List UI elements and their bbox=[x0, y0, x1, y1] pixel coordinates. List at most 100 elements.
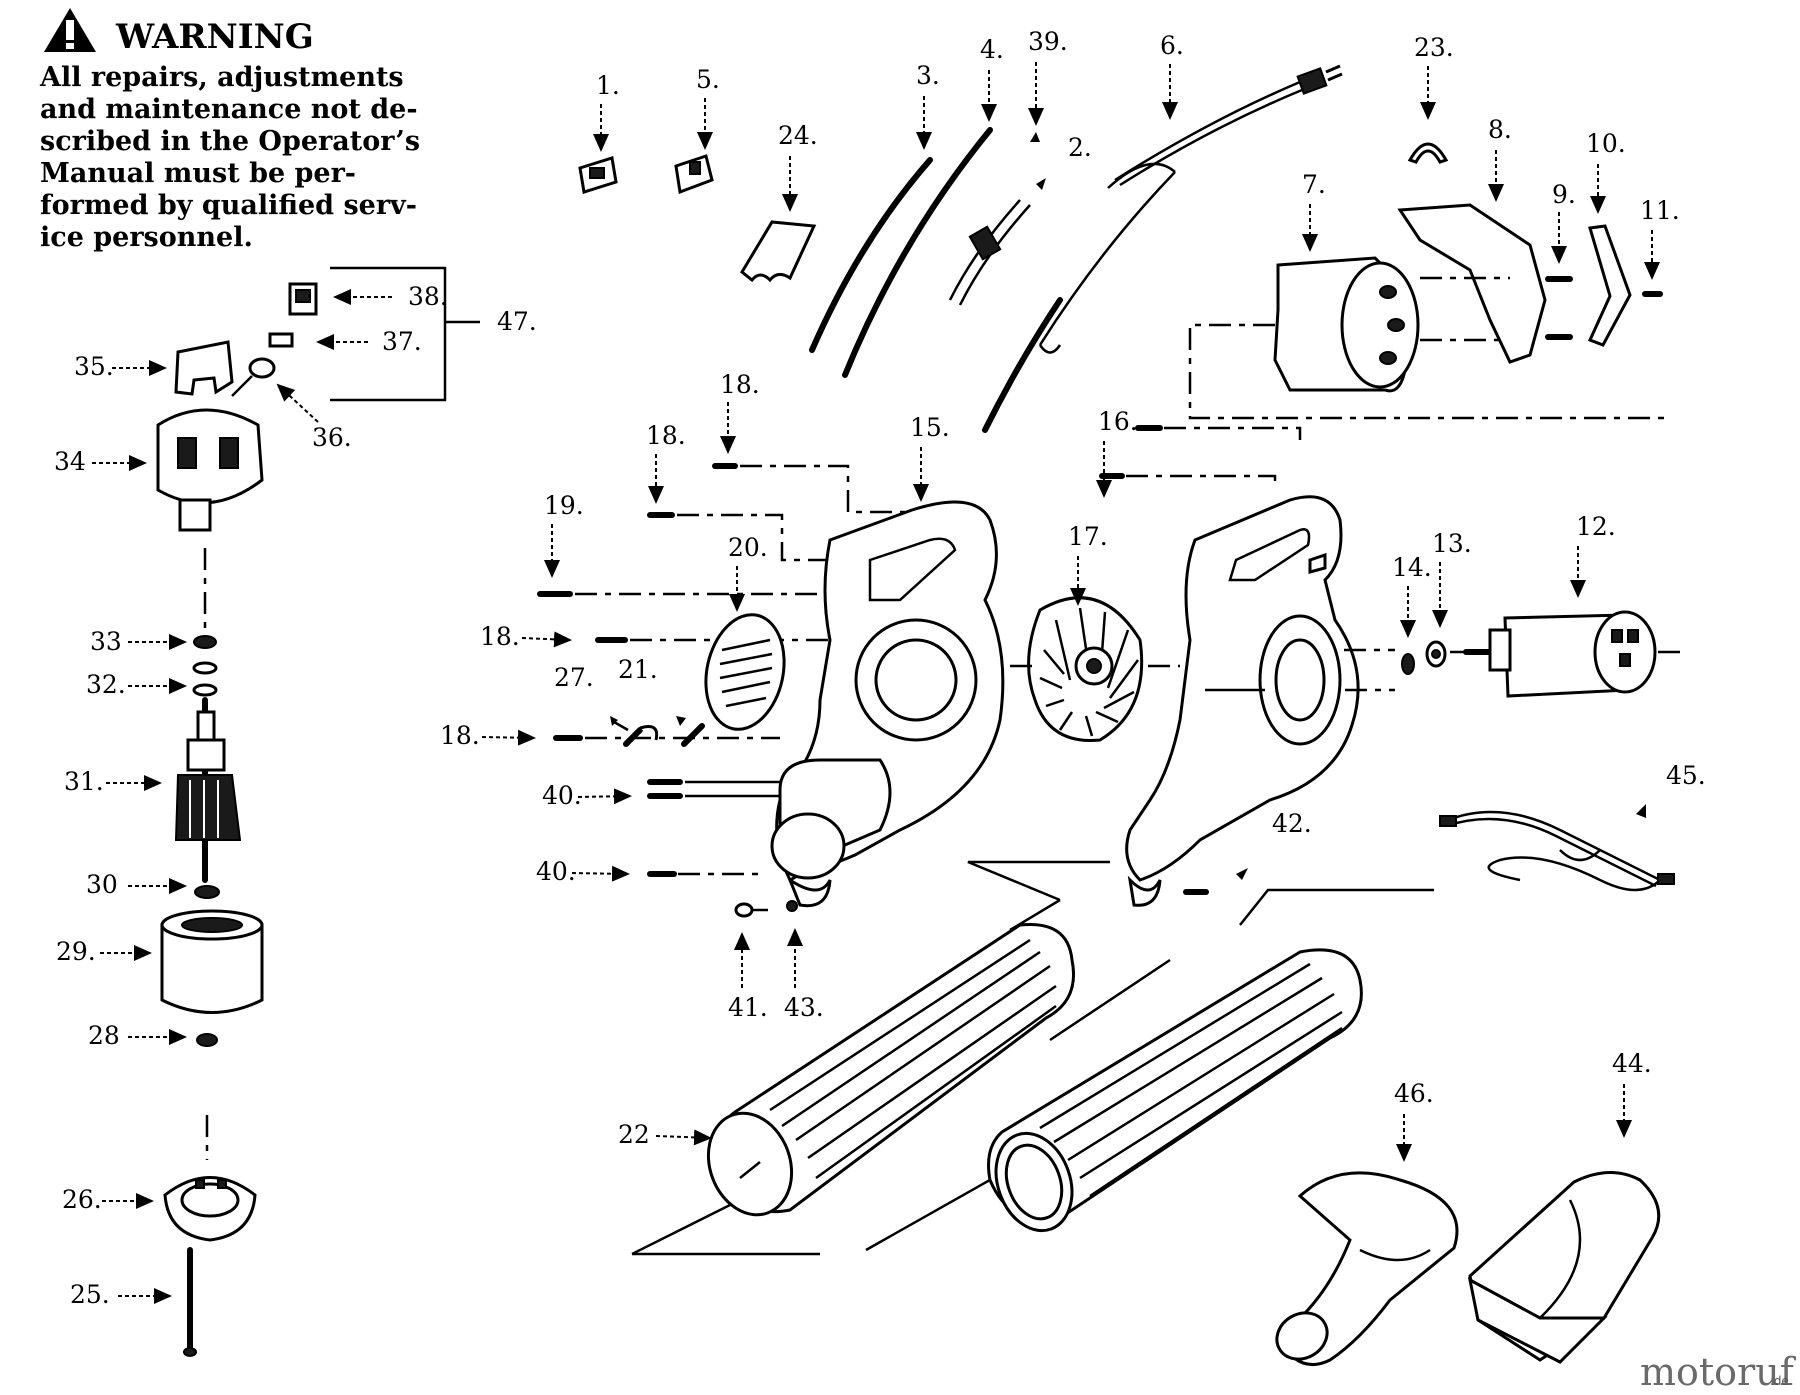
label-2: 2. bbox=[1068, 133, 1092, 162]
wide-nozzle-part bbox=[1467, 1170, 1661, 1364]
concentrator-nozzle-part bbox=[1275, 1171, 1459, 1366]
warning-line-4: Manual must be per- bbox=[40, 158, 356, 189]
warning-block: WARNING All repairs, adjustments and mai… bbox=[39, 8, 420, 253]
blower-tube-part bbox=[706, 922, 1075, 1217]
bearing-bracket-part bbox=[163, 1176, 257, 1242]
bottom-labels: 22 46. 44. bbox=[618, 1049, 1652, 1162]
inlet-grill-part bbox=[704, 613, 786, 731]
warning-title: WARNING bbox=[115, 17, 314, 57]
label-9: 9. bbox=[1552, 180, 1576, 209]
label-43: 43. bbox=[784, 993, 824, 1022]
screws-9-part bbox=[1545, 276, 1573, 340]
power-cord-part bbox=[982, 64, 1343, 433]
motor-assembly bbox=[156, 266, 480, 1357]
washer-28-part bbox=[196, 1033, 218, 1047]
screw-39-part bbox=[1030, 132, 1040, 142]
label-40b: 40. bbox=[536, 857, 576, 886]
motor-housing-part bbox=[1273, 256, 1420, 393]
label-3: 3. bbox=[916, 61, 940, 90]
label-18d: 18. bbox=[440, 721, 480, 750]
label-plate-part bbox=[740, 220, 817, 283]
switch-cover-part bbox=[674, 154, 714, 195]
field-housing-part bbox=[160, 909, 264, 1014]
label-16: 16. bbox=[1098, 407, 1138, 436]
bracket-10-part bbox=[1587, 224, 1632, 347]
wire-connector-part bbox=[948, 199, 1031, 306]
end-bell-part bbox=[156, 408, 264, 532]
spring-lead-part bbox=[231, 357, 276, 397]
motor-part bbox=[1463, 610, 1657, 698]
warning-line-6: ice personnel. bbox=[40, 222, 253, 253]
warning-triangle-icon bbox=[44, 8, 96, 52]
label-24: 24. bbox=[778, 121, 818, 150]
watermark-suffix: .de bbox=[1770, 1374, 1789, 1388]
cord-clip-part bbox=[1407, 142, 1449, 164]
label-18b: 18. bbox=[646, 421, 686, 450]
watermark-logo: motoruf .de bbox=[1640, 1350, 1797, 1394]
label-1: 1. bbox=[596, 71, 620, 100]
washer-30-part bbox=[194, 885, 220, 899]
label-4: 4. bbox=[980, 35, 1004, 64]
washer-33-part bbox=[193, 635, 217, 649]
washer-32b-part bbox=[192, 683, 218, 697]
label-40a: 40. bbox=[542, 781, 582, 810]
label-30: 30 bbox=[86, 870, 118, 899]
label-31: 31. bbox=[64, 767, 104, 796]
watermark-text: motoruf bbox=[1640, 1350, 1797, 1394]
label-42: 42. bbox=[1272, 809, 1312, 838]
label-35: 35. bbox=[74, 352, 114, 381]
label-27: 27. bbox=[554, 663, 594, 692]
warning-line-1: All repairs, adjustments bbox=[39, 62, 404, 93]
label-34: 34 bbox=[54, 447, 86, 476]
middle-labels: 18. 18. 15. 16. 19. 20. 17. 18. 27. 21. … bbox=[440, 370, 1706, 1022]
label-18a: 18. bbox=[720, 370, 760, 399]
label-7: 7. bbox=[1302, 170, 1326, 199]
blower-housing-right-part bbox=[1125, 495, 1360, 907]
label-28: 28 bbox=[88, 1021, 120, 1050]
label-6: 6. bbox=[1160, 31, 1184, 60]
label-17: 17. bbox=[1068, 522, 1108, 551]
warning-line-2: and maintenance not de- bbox=[40, 94, 418, 125]
warning-line-5: formed by qualified serv- bbox=[40, 190, 417, 221]
label-13: 13. bbox=[1432, 529, 1472, 558]
wire-3-part bbox=[809, 157, 933, 353]
label-23: 23. bbox=[1414, 33, 1454, 62]
label-46: 46. bbox=[1394, 1079, 1434, 1108]
label-36: 36. bbox=[312, 423, 352, 452]
fastener-43-part bbox=[786, 900, 798, 912]
terminal-part bbox=[268, 332, 294, 348]
label-11: 11. bbox=[1640, 196, 1680, 225]
label-37: 37. bbox=[382, 327, 422, 356]
small-screws-27-part bbox=[610, 716, 705, 747]
label-26: 26. bbox=[62, 1185, 102, 1214]
label-21: 21. bbox=[618, 655, 658, 684]
label-47: 47. bbox=[497, 307, 537, 336]
label-20: 20. bbox=[728, 533, 768, 562]
label-18c: 18. bbox=[480, 622, 520, 651]
label-32: 32. bbox=[86, 670, 126, 699]
label-41: 41. bbox=[728, 993, 768, 1022]
label-25: 25. bbox=[70, 1280, 110, 1309]
brush-cap-part bbox=[174, 340, 234, 396]
fastener-41-part bbox=[734, 902, 768, 918]
warning-line-3: scribed in the Operator’s bbox=[40, 126, 420, 157]
label-14: 14. bbox=[1392, 553, 1432, 582]
brush-holder-part bbox=[288, 282, 318, 316]
label-33: 33 bbox=[90, 627, 122, 656]
label-39: 39. bbox=[1028, 27, 1068, 56]
label-44: 44. bbox=[1612, 1049, 1652, 1078]
label-12: 12. bbox=[1576, 512, 1616, 541]
label-29: 29. bbox=[56, 937, 96, 966]
label-19: 19. bbox=[544, 491, 584, 520]
left-column-labels: 38. 37. 36. 47. 35. 34 33 32. 31. 30 29.… bbox=[54, 282, 537, 1309]
top-row-labels: 1. 5. 24. 3. 4. 39. 2. 6. 23. 8. 7. 9. 1… bbox=[593, 27, 1680, 280]
label-38: 38. bbox=[408, 282, 448, 311]
wire-4-part bbox=[842, 127, 993, 378]
label-15: 15. bbox=[910, 413, 950, 442]
top-row-parts bbox=[578, 64, 1670, 433]
switch-part bbox=[578, 156, 618, 194]
fan-part bbox=[1027, 596, 1144, 742]
extension-cord-part bbox=[1439, 810, 1675, 892]
label-45: 45. bbox=[1666, 761, 1706, 790]
